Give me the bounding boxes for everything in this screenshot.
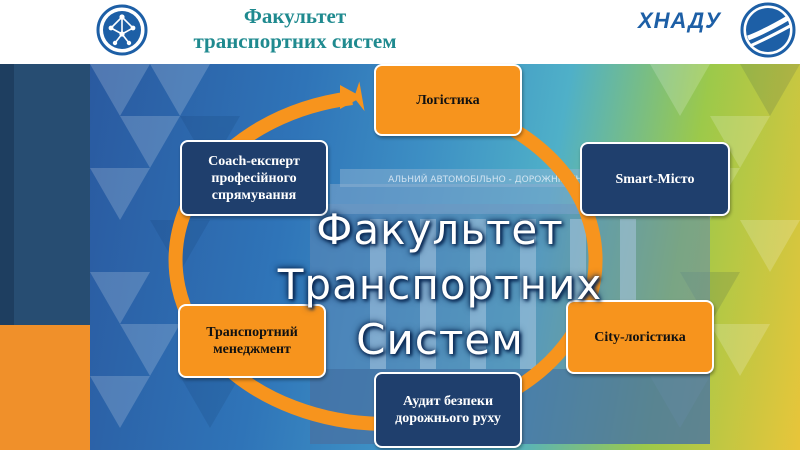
node-road-safety-audit-label: Аудит безпеки дорожнього руху	[395, 394, 501, 426]
hero-title: Факультет Транспортних Систем	[240, 202, 640, 367]
faculty-network-emblem-icon	[96, 4, 148, 56]
left-side-panel-orange	[0, 325, 90, 450]
node-coach-expert: Coach-експерт професійного спрямування	[180, 140, 328, 216]
header-title-line2: транспортних систем	[193, 29, 397, 53]
node-road-safety-audit: Аудит безпеки дорожнього руху	[374, 372, 522, 448]
node-city-logistics: City-логістика	[566, 300, 714, 374]
university-road-emblem-icon	[740, 2, 796, 58]
node-city-logistics-label: City-логістика	[594, 329, 686, 345]
node-coach-expert-label: Coach-експерт професійного спрямування	[208, 153, 300, 203]
node-logistics: Логістика	[374, 64, 522, 136]
node-transport-management-label: Транспортний менеджмент	[206, 325, 298, 357]
node-logistics-label: Логістика	[416, 92, 480, 108]
node-smart-city: Smart-Місто	[580, 142, 730, 216]
header-bar: Факультет транспортних систем ХНАДУ	[0, 0, 800, 64]
left-side-strip	[0, 0, 14, 325]
hero-title-line2: Транспортних	[277, 260, 603, 309]
header-title: Факультет транспортних систем	[150, 4, 440, 54]
node-smart-city-label: Smart-Місто	[615, 171, 695, 187]
brand-name: ХНАДУ	[638, 8, 722, 33]
node-transport-management: Транспортний менеджмент	[178, 304, 326, 378]
hero-title-line1: Факультет	[316, 205, 564, 254]
header-title-line1: Факультет	[243, 4, 347, 28]
hero-title-line3: Систем	[356, 315, 524, 364]
